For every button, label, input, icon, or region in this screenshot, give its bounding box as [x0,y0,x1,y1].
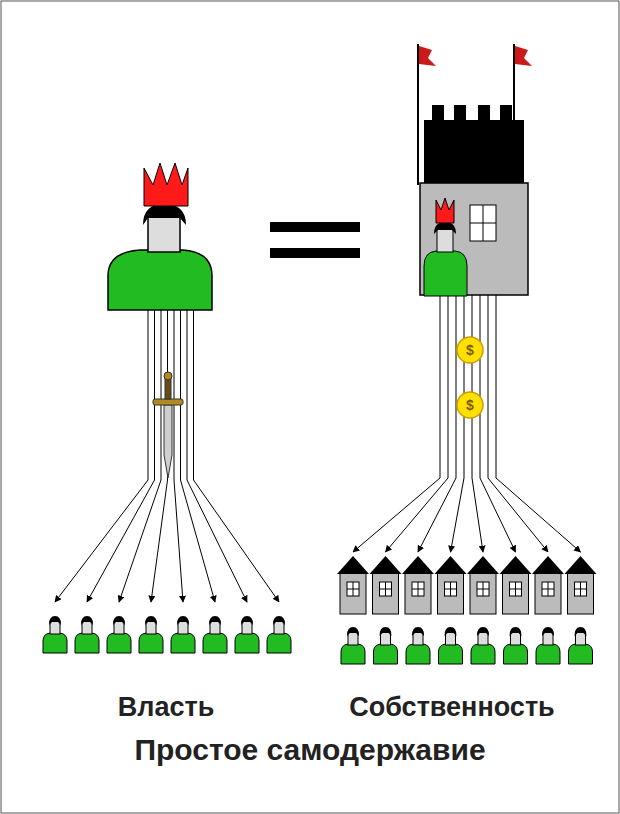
house [435,556,467,614]
subject-figure [75,616,99,653]
subject-figure [341,627,365,664]
property-line [496,295,581,552]
coin-symbol: $ [466,397,474,413]
property-line [386,295,449,552]
power-line [174,305,183,602]
house [532,556,564,614]
king-figure [108,163,212,310]
property-line [472,295,483,552]
castle [418,44,532,295]
king-figure [424,198,467,296]
subject-figure [536,627,560,664]
subject-figure [203,616,227,653]
property-line [480,295,516,552]
equals-sign [270,222,360,232]
power-line [187,305,247,602]
power-line [119,305,161,602]
house [467,556,499,614]
property-line [488,295,548,552]
subject-figure [439,627,463,664]
house [500,556,532,614]
property-line [418,295,456,552]
house [370,556,402,614]
power-line [194,305,280,602]
equals-sign [270,248,360,258]
subject-figure [471,627,495,664]
coin [457,392,483,418]
power-line [181,305,216,602]
column-label: Собственность [349,692,554,723]
property-line [451,295,465,552]
subject-figure [374,627,398,664]
subject-figure [504,627,528,664]
diagram-caption: Простое самодержавие [134,733,485,767]
subject-figure [235,616,259,653]
subject-figure [43,616,67,653]
subject-figure [267,616,291,653]
coin-symbol: $ [466,342,474,358]
house [565,556,597,614]
subject-figure [171,616,195,653]
house [337,556,369,614]
subject-figure [107,616,131,653]
coin [457,337,483,363]
column-label: Власть [118,692,215,723]
dagger [153,372,183,478]
subject-figure [139,616,163,653]
property-line [353,295,440,552]
subject-figure [406,627,430,664]
house [402,556,434,614]
subject-figure [569,627,593,664]
power-line [87,305,155,602]
